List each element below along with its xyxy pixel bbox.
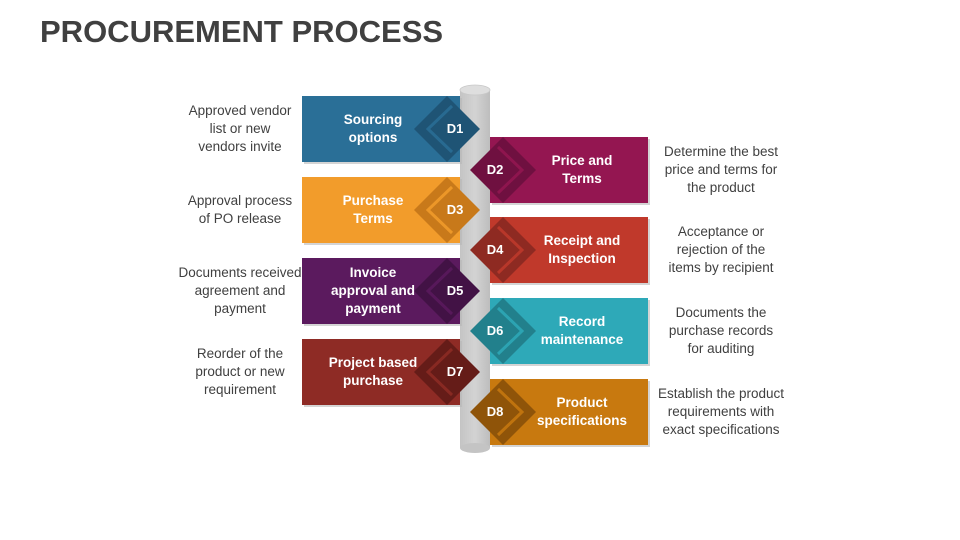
step-id: D5 xyxy=(446,283,464,298)
step-d5[interactable] xyxy=(302,258,480,326)
chevron-icon xyxy=(496,387,525,437)
chevron-icon xyxy=(496,225,525,275)
step-d2[interactable] xyxy=(470,137,650,205)
step-diamond xyxy=(414,177,480,243)
step-label: Price and Terms xyxy=(551,153,613,186)
step-description: Approval process of PO release xyxy=(187,193,293,226)
step-label: Receipt and Inspection xyxy=(543,233,621,266)
step-id: D7 xyxy=(446,364,464,379)
step-label: Record maintenance xyxy=(540,314,624,347)
spine-body xyxy=(460,90,490,448)
page-title: PROCUREMENT PROCESS xyxy=(40,14,444,49)
step-label: Invoice approval and payment xyxy=(330,265,416,316)
step-description: Documents received agreement and payment xyxy=(178,265,302,316)
spine-top xyxy=(459,84,491,96)
step-id: D3 xyxy=(446,202,464,217)
chevron-icon xyxy=(496,306,525,356)
step-description: Acceptance or rejection of the items by … xyxy=(668,224,774,275)
step-description: Establish the product requirements with … xyxy=(657,386,785,437)
chevron-icon xyxy=(425,347,454,397)
step-d8[interactable] xyxy=(470,379,650,447)
step-description: Determine the best price and terms for t… xyxy=(663,144,779,195)
step-label: Project based purchase xyxy=(328,355,418,388)
step-label: Purchase Terms xyxy=(342,193,404,226)
spine-cylinder xyxy=(459,84,491,453)
step-diamond xyxy=(470,217,536,283)
spine-bottom xyxy=(460,443,490,453)
step-d4[interactable] xyxy=(470,217,650,285)
step-diamond xyxy=(414,339,480,405)
step-d6[interactable] xyxy=(470,298,650,366)
step-id: D4 xyxy=(486,242,504,257)
step-id: D2 xyxy=(486,162,504,177)
step-d1[interactable] xyxy=(302,96,480,164)
chevron-icon xyxy=(496,145,525,195)
step-d7[interactable] xyxy=(302,339,480,407)
step-id: D8 xyxy=(486,404,504,419)
step-d3[interactable] xyxy=(302,177,480,245)
step-description: Approved vendor list or new vendors invi… xyxy=(188,103,292,154)
step-diamond xyxy=(470,379,536,445)
step-label: Product specifications xyxy=(536,395,628,428)
chevron-icon xyxy=(425,104,454,154)
chevron-icon xyxy=(425,185,454,235)
step-diamond xyxy=(414,96,480,162)
step-diamond xyxy=(414,258,480,324)
step-description: Documents the purchase records for audit… xyxy=(668,305,774,356)
step-id: D1 xyxy=(446,121,464,136)
step-description: Reorder of the product or new requiremen… xyxy=(195,346,285,397)
step-id: D6 xyxy=(486,323,504,338)
step-label: Sourcing options xyxy=(343,112,403,145)
chevron-icon xyxy=(425,266,454,316)
step-diamond xyxy=(470,298,536,364)
step-diamond xyxy=(470,137,536,203)
